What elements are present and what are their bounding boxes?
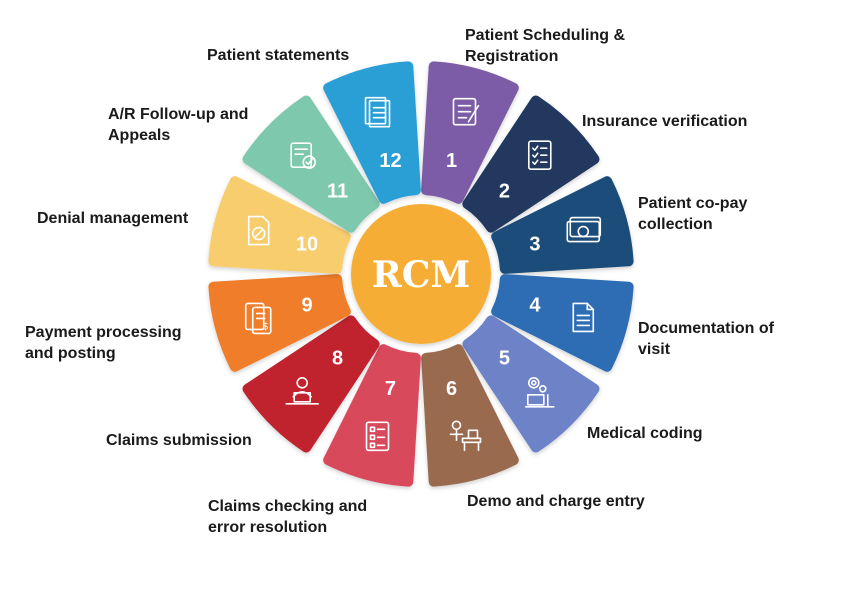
step-label-4: Documentation of visit xyxy=(638,320,774,358)
step-label-6: Demo and charge entry xyxy=(467,493,645,510)
segment-3-number: 3 xyxy=(529,233,540,255)
segment-1: 1 xyxy=(421,61,519,204)
segment-11: 11 xyxy=(242,95,380,233)
step-label-5: Medical coding xyxy=(587,425,703,442)
svg-text:$: $ xyxy=(263,321,269,332)
segment-8-shape xyxy=(242,315,380,453)
checklist-icon xyxy=(527,140,552,171)
segment-7-shape xyxy=(323,344,421,487)
segment-10-number: 10 xyxy=(296,233,318,255)
step-label-7: Claims checking and error resolution xyxy=(208,498,368,536)
banknotes-icon xyxy=(566,216,602,243)
document-icon xyxy=(572,302,595,333)
registration-form-icon xyxy=(452,97,480,126)
checklist-form-icon xyxy=(365,421,390,452)
segment-7: 7 xyxy=(323,344,421,487)
invoice-dollar-icon: $ xyxy=(244,302,272,335)
segment-1-shape xyxy=(421,61,519,204)
step-label-2: Insurance verification xyxy=(582,113,748,130)
step-label-1: Patient Scheduling & Registration xyxy=(465,27,626,65)
segment-2-number: 2 xyxy=(499,181,510,203)
segment-12-number: 12 xyxy=(379,150,401,172)
office-desk-icon xyxy=(449,420,482,452)
segment-8-number: 8 xyxy=(332,347,343,369)
step-label-10: Denial management xyxy=(37,210,189,227)
segment-5-number: 5 xyxy=(499,347,510,369)
approved-document-icon xyxy=(290,142,317,170)
segment-3-shape xyxy=(491,176,634,274)
segment-12: 12 xyxy=(323,61,421,204)
segment-2: 2 xyxy=(462,95,600,233)
segment-6-shape xyxy=(421,344,519,487)
segment-4: 4 xyxy=(491,274,634,372)
step-label-8: Claims submission xyxy=(106,432,252,449)
step-label-11: A/R Follow-up and Appeals xyxy=(108,106,249,144)
segment-4-shape xyxy=(491,274,634,372)
segment-9: $9 xyxy=(208,274,351,372)
statement-pages-icon xyxy=(364,96,391,128)
segment-6-number: 6 xyxy=(446,378,457,400)
segment-9-shape xyxy=(208,274,351,372)
rcm-center-label: RCM xyxy=(372,254,470,296)
segment-5: 5 xyxy=(462,315,600,453)
denied-document-icon xyxy=(247,215,270,246)
segment-6: 6 xyxy=(421,344,519,487)
segment-5-shape xyxy=(462,315,600,453)
segment-7-number: 7 xyxy=(385,378,396,400)
segment-12-shape xyxy=(323,61,421,204)
segment-10: 10 xyxy=(208,176,351,274)
segment-4-number: 4 xyxy=(529,295,541,317)
segment-9-number: 9 xyxy=(301,295,312,317)
segment-2-shape xyxy=(462,95,600,233)
step-label-3: Patient co-pay collection xyxy=(638,195,748,233)
person-at-laptop-icon xyxy=(285,376,320,405)
segment-3: 3 xyxy=(491,176,634,274)
segment-8: 8 xyxy=(242,315,380,453)
rcm-center-circle xyxy=(351,204,491,344)
step-label-12: Patient statements xyxy=(207,47,350,64)
coder-at-desk-icon xyxy=(524,376,555,408)
step-label-9: Payment processing and posting xyxy=(25,324,182,362)
segment-1-number: 1 xyxy=(446,150,457,172)
segment-10-shape xyxy=(208,176,351,274)
rcm-hub: RCM xyxy=(351,204,491,344)
segment-11-number: 11 xyxy=(327,181,348,203)
